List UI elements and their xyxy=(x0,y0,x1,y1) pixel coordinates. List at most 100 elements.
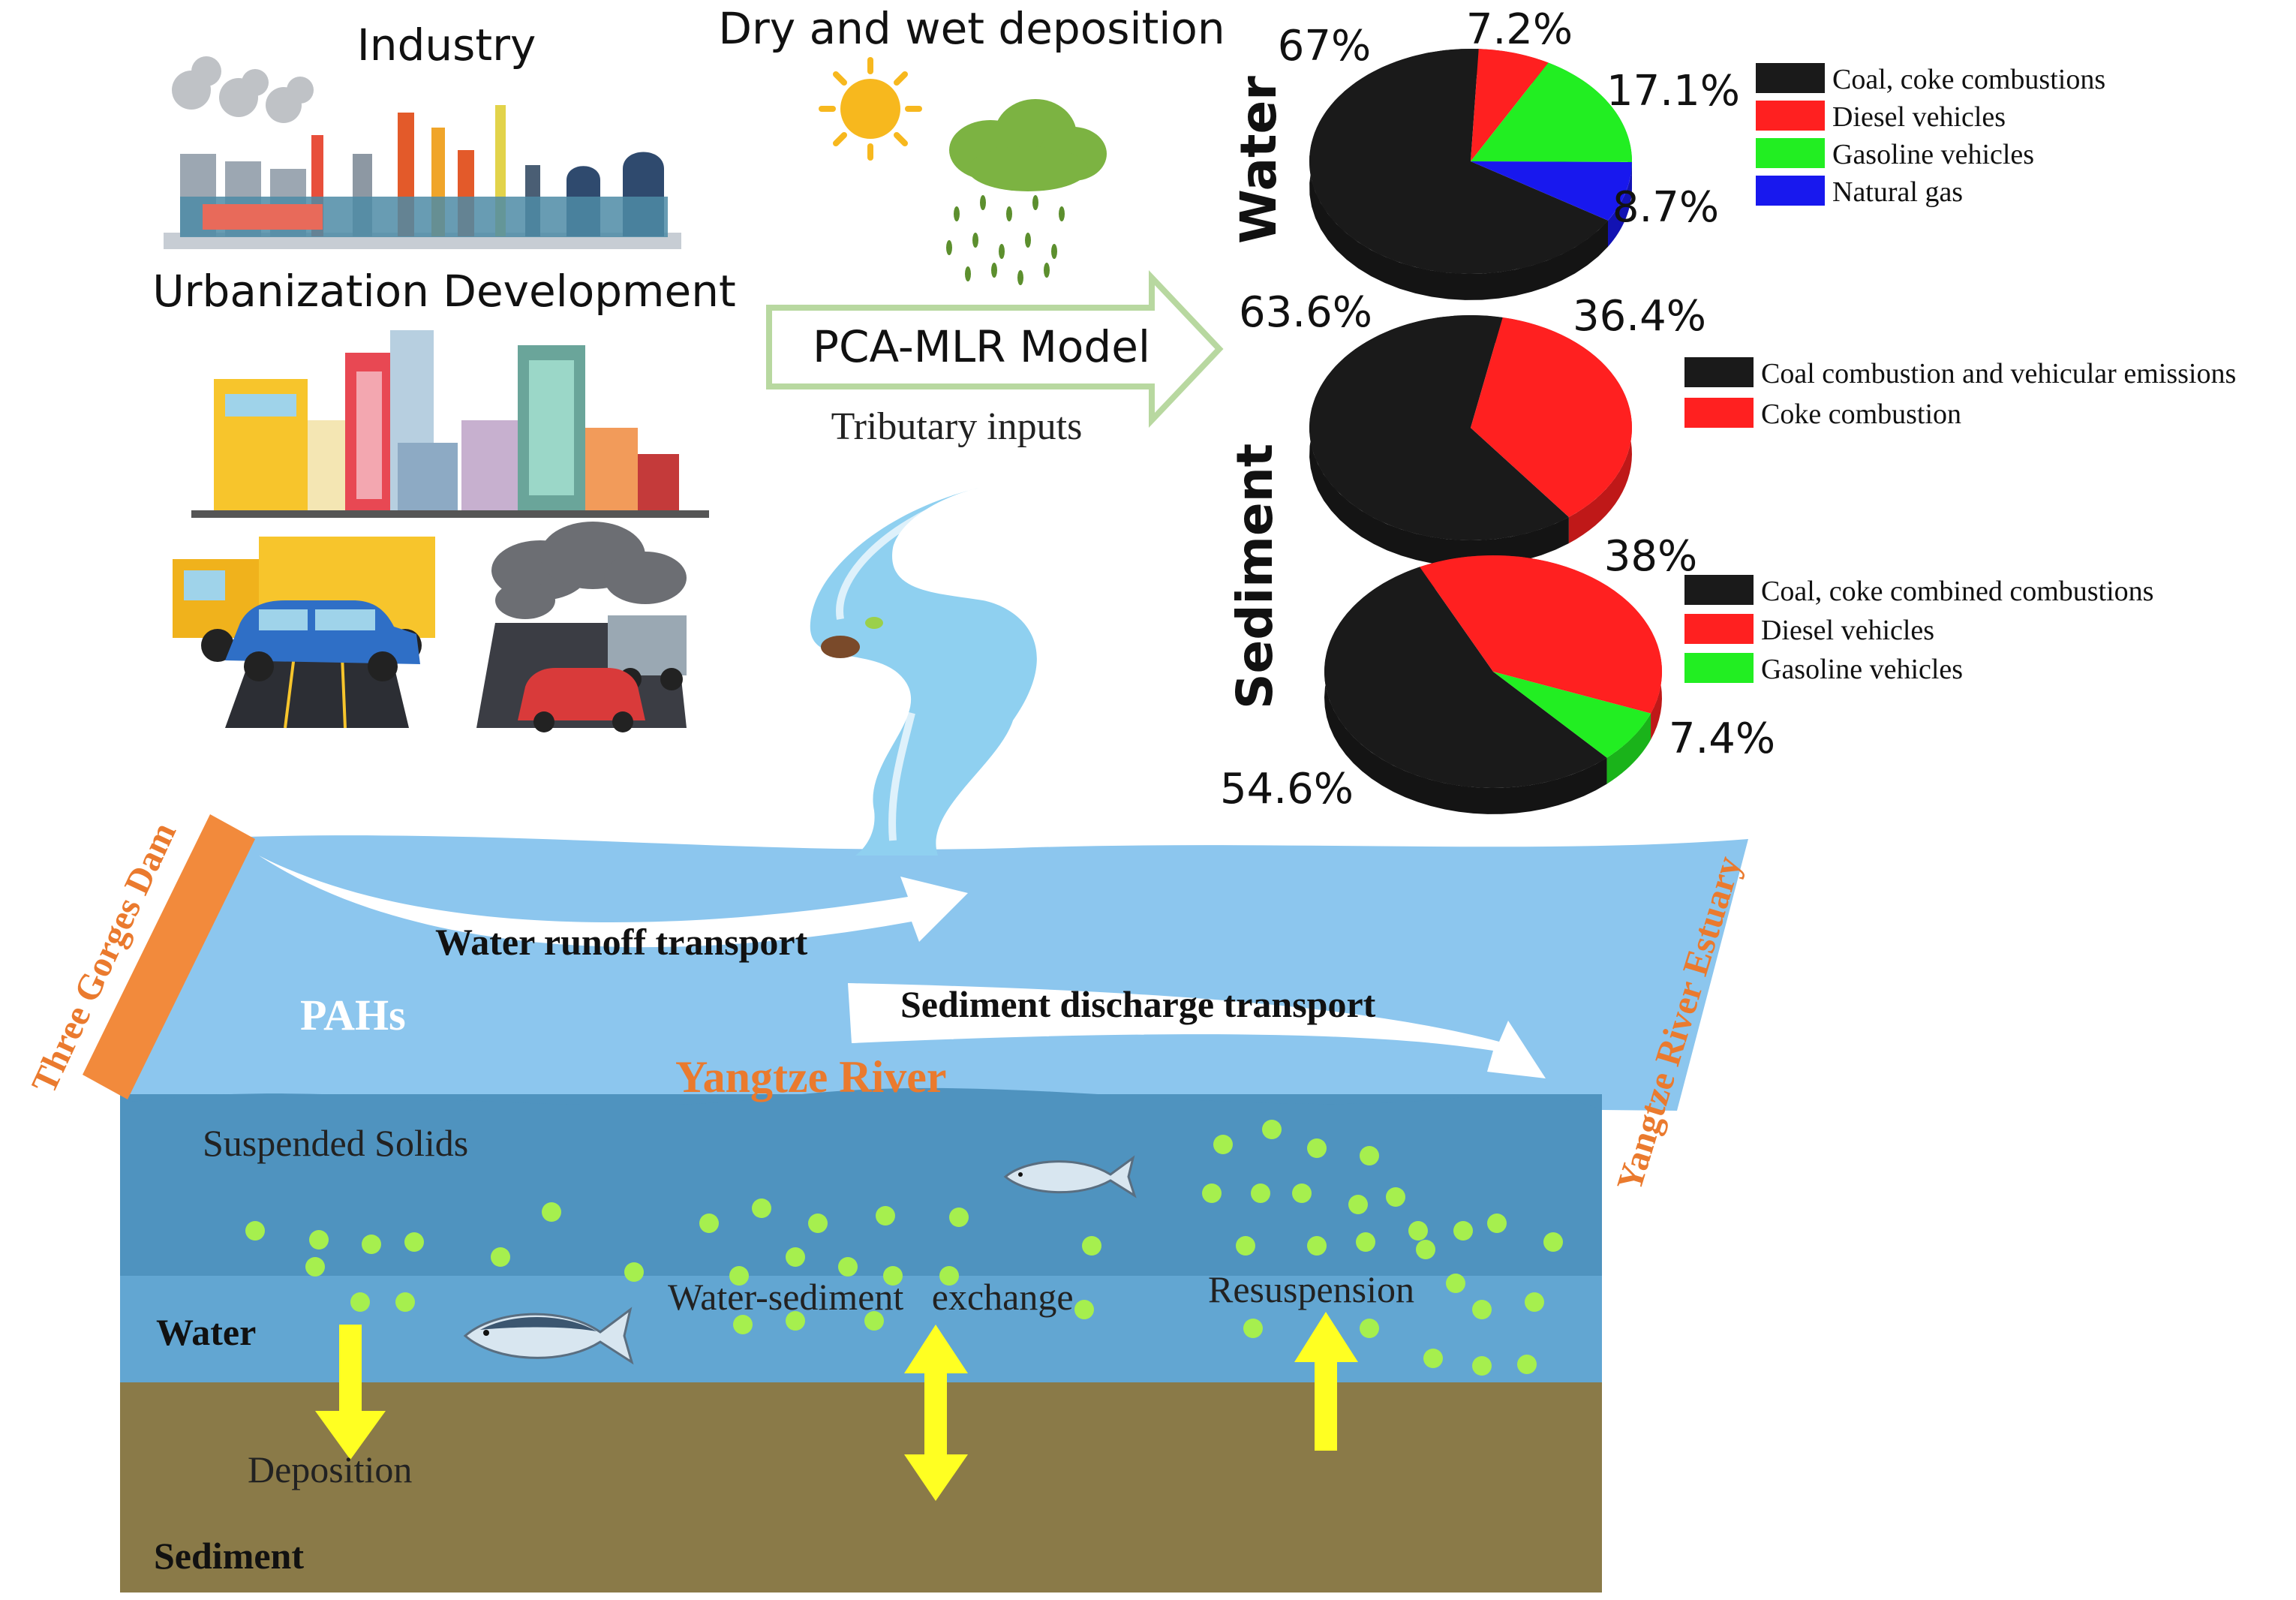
particle-31 xyxy=(1292,1183,1312,1203)
pie-value-label: 67% xyxy=(1278,22,1371,71)
sediment-discharge-arrow xyxy=(848,983,1546,1078)
pie-slice-Gasoline vehicles xyxy=(1493,672,1651,758)
pie-value-label: 7.2% xyxy=(1466,5,1573,54)
particle-39 xyxy=(1307,1236,1327,1256)
particle-24 xyxy=(1074,1300,1094,1319)
particle-8 xyxy=(491,1247,510,1267)
legend-label: Diesel vehicles xyxy=(1761,615,1934,646)
particle-29 xyxy=(1202,1183,1222,1203)
rain-cloud-icon xyxy=(949,99,1107,191)
river-label: Yangtze River xyxy=(675,1052,947,1102)
exchange-arrow xyxy=(904,1325,968,1501)
pie-slice-Gasoline vehicles xyxy=(1471,62,1632,162)
pahs-label: PAHs xyxy=(300,991,406,1039)
tributary-body xyxy=(810,488,1037,856)
pie-value-label: 36.4% xyxy=(1573,292,1706,341)
particle-14 xyxy=(949,1208,969,1227)
water-layer-label: Water xyxy=(156,1311,256,1353)
rain-drop-8 xyxy=(1025,233,1031,248)
particle-11 xyxy=(752,1198,771,1218)
sediment-layer-label: Sediment xyxy=(154,1535,304,1577)
sediment-pie-label: Sediment xyxy=(1226,444,1284,709)
particle-16 xyxy=(729,1266,749,1286)
pie-value-label: 17.1% xyxy=(1606,67,1740,116)
legend-label: Coal combustion and vehicular emissions xyxy=(1761,358,2236,389)
pie-value-label: 63.6% xyxy=(1239,288,1372,337)
tributary-label: Tributary inputs xyxy=(831,405,1083,448)
fish-icon xyxy=(463,1307,634,1365)
rain-drop-11 xyxy=(991,263,997,278)
particle-45 xyxy=(1243,1319,1263,1338)
pie-chart-2: 54.6%38%7.4%Coal, coke combined combusti… xyxy=(1220,532,2153,814)
tributary-highlight xyxy=(836,495,962,841)
particle-4 xyxy=(542,1202,561,1222)
legend-label: Natural gas xyxy=(1832,176,1963,208)
traffic-illustration xyxy=(173,522,687,732)
legend-swatch xyxy=(1684,575,1754,605)
rain-drop-4 xyxy=(1059,206,1065,221)
particle-33 xyxy=(1386,1187,1405,1207)
particle-46 xyxy=(1360,1319,1379,1338)
particle-12 xyxy=(808,1214,828,1233)
pie-slice-Coke combustion xyxy=(1471,317,1633,518)
legend-swatch xyxy=(1756,176,1825,206)
exchange-label: Water-sediment exchange xyxy=(668,1276,1074,1318)
pie-wall-Coal combustion and vehicular emissions xyxy=(1309,315,1569,567)
particle-9 xyxy=(624,1262,644,1282)
tributary-stone-2 xyxy=(865,617,883,629)
rain-drop-3 xyxy=(1032,195,1038,210)
pie-wall-Coal, coke combined combustions xyxy=(1324,567,1607,814)
particle-36 xyxy=(1487,1214,1507,1233)
particle-2 xyxy=(362,1235,381,1254)
particle-0 xyxy=(245,1221,265,1241)
particle-7 xyxy=(395,1292,415,1312)
particle-13 xyxy=(876,1206,895,1226)
particle-41 xyxy=(1416,1240,1435,1259)
exhaust-smoke xyxy=(491,522,687,619)
water-pie-label: Water xyxy=(1230,76,1288,244)
particle-47 xyxy=(1423,1349,1443,1368)
particle-25 xyxy=(1213,1135,1233,1154)
particle-43 xyxy=(1472,1300,1492,1319)
tributary-stream xyxy=(810,488,1037,856)
legend-swatch xyxy=(1684,398,1754,428)
particle-1 xyxy=(309,1230,329,1250)
legend-label: Coal, coke combustions xyxy=(1832,64,2105,95)
pca-arrow xyxy=(766,269,1224,429)
rain-drop-7 xyxy=(999,244,1005,259)
pie-wall-Gasoline vehicles xyxy=(1606,713,1651,784)
river-surface xyxy=(128,835,1748,1111)
sun-icon xyxy=(819,57,922,161)
legend-label: Gasoline vehicles xyxy=(1761,654,1963,685)
suspended-particles xyxy=(245,1120,1563,1376)
rain-drop-13 xyxy=(1044,263,1050,278)
water-runoff-label: Water runoff transport xyxy=(435,921,808,963)
particle-40 xyxy=(1356,1232,1375,1252)
river-wave-edge xyxy=(120,1087,1602,1126)
particle-3 xyxy=(404,1232,424,1252)
particle-44 xyxy=(1525,1292,1544,1312)
pca-label: PCA-MLR Model xyxy=(813,321,1150,372)
rain-drop-12 xyxy=(1017,270,1023,285)
pie-slice-Coal, coke combustions xyxy=(1309,49,1608,275)
particle-37 xyxy=(1543,1232,1563,1252)
particle-26 xyxy=(1262,1120,1282,1139)
deposition-arrow xyxy=(315,1325,386,1460)
particle-17 xyxy=(838,1257,858,1277)
industry-label: Industry xyxy=(357,20,536,71)
legend-swatch xyxy=(1684,357,1754,387)
water-layer-lower xyxy=(120,1276,1602,1388)
smoke-clouds xyxy=(172,56,314,123)
particle-5 xyxy=(305,1257,325,1277)
resuspension-label: Resuspension xyxy=(1208,1268,1414,1310)
particle-48 xyxy=(1472,1356,1492,1376)
pie-slice-Coal combustion and vehicular emissions xyxy=(1309,314,1569,540)
resuspension-arrow xyxy=(1294,1312,1358,1451)
particle-28 xyxy=(1360,1146,1379,1165)
particle-42 xyxy=(1446,1274,1465,1293)
pie-value-label: 38% xyxy=(1604,532,1697,581)
weather-icon xyxy=(819,57,1107,285)
rain-drop-1 xyxy=(980,195,986,210)
particle-15 xyxy=(786,1247,805,1267)
particle-34 xyxy=(1408,1221,1428,1241)
